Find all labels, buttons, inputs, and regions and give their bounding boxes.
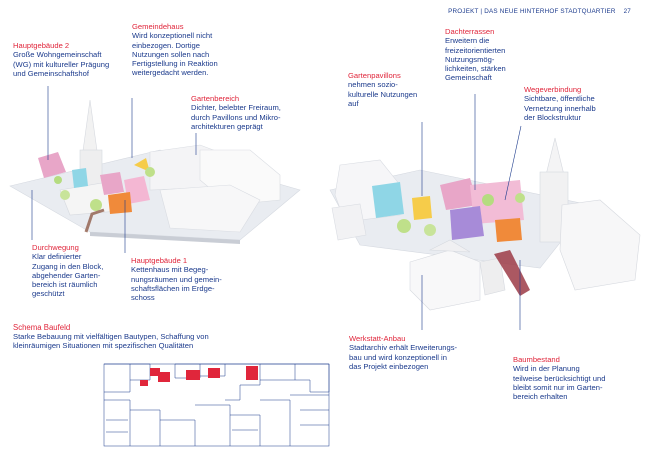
path-connection xyxy=(494,250,530,296)
label-baumbestand: Baumbestand Wird in der Planung teilweis… xyxy=(513,355,638,401)
label-title: Hauptgebäude 2 xyxy=(13,41,70,50)
purple-house xyxy=(450,206,484,240)
orange-house xyxy=(495,218,522,242)
workshop-annex xyxy=(409,249,481,311)
label-title: Baumbestand xyxy=(513,355,560,364)
label-body: Sichtbare, öffentliche Vernetzung innerh… xyxy=(524,94,596,122)
label-title: Gemeindehaus xyxy=(132,22,184,31)
page-number: 27 xyxy=(623,8,631,15)
pink-house xyxy=(38,152,66,178)
label-body: nehmen sozio- kulturelle Nutzungen auf xyxy=(348,80,418,108)
running-header: PROJEKT | DAS NEUE HINTERHOF STADTQUARTI… xyxy=(448,8,631,15)
label-body: Dichter, belebter Freiraum, durch Pavill… xyxy=(191,103,281,131)
cyan-pavilion xyxy=(372,182,404,218)
cyan-pavilion xyxy=(72,168,88,188)
label-body: Klar definierter Zugang in den Block, ab… xyxy=(32,252,104,299)
label-werkstatt-anbau: Werkstatt-Anbau Stadtarchiv erhält Erwei… xyxy=(349,334,499,371)
label-title: Dachterrassen xyxy=(445,27,495,36)
label-body: Erweitern die freizeitorientierten Nutzu… xyxy=(445,36,506,83)
label-body: Große Wohngemeinschaft (WG) mit kulturel… xyxy=(13,50,110,78)
right-model xyxy=(329,94,641,330)
label-title: Durchwegung xyxy=(32,243,79,252)
orange-house xyxy=(108,192,132,214)
label-gartenpavillons: Gartenpavillons nehmen sozio- kulturelle… xyxy=(348,71,448,108)
label-body: Kettenhaus mit Begeg- nungsräumen und ge… xyxy=(131,265,222,303)
schema-title: Schema Baufeld xyxy=(13,323,71,332)
label-wegeverbindung: Wegeverbindung Sichtbare, öffentliche Ve… xyxy=(524,85,634,122)
tree xyxy=(397,219,411,233)
label-dachterrassen: Dachterrassen Erweitern die freizeitorie… xyxy=(445,27,545,83)
label-body: Wird konzeptionell nicht einbezogen. Dor… xyxy=(132,31,218,78)
label-gartenbereich: Gartenbereich Dichter, belebter Freiraum… xyxy=(191,94,321,131)
label-gemeindehaus: Gemeindehaus Wird konzeptionell nicht ei… xyxy=(132,22,252,78)
label-hauptgebaeude-1: Hauptgebäude 1 Kettenhaus mit Begeg- nun… xyxy=(131,256,261,302)
label-body: Wird in der Planung teilweise berücksich… xyxy=(513,364,606,402)
church-spire xyxy=(545,137,565,176)
label-title: Werkstatt-Anbau xyxy=(349,334,406,343)
pink-house xyxy=(440,178,478,210)
schema-body: Starke Bebauung mit vielfältigen Bautype… xyxy=(13,332,209,351)
left-model xyxy=(9,86,301,253)
running-title: PROJEKT | DAS NEUE HINTERHOF STADTQUARTI… xyxy=(448,8,616,15)
tree xyxy=(90,199,102,211)
label-body: Stadtarchiv erhält Erweiterungs- bau und… xyxy=(349,343,458,371)
label-title: Gartenpavillons xyxy=(348,71,401,80)
label-title: Wegeverbindung xyxy=(524,85,582,94)
label-title: Gartenbereich xyxy=(191,94,240,103)
label-durchwegung: Durchwegung Klar definierter Zugang in d… xyxy=(32,243,132,299)
label-title: Hauptgebäude 1 xyxy=(131,256,188,265)
left-model-base-edge xyxy=(90,232,240,244)
schema-caption: Schema Baufeld Starke Bebauung mit vielf… xyxy=(13,323,303,351)
church-spire xyxy=(81,99,99,159)
schema-plan xyxy=(103,363,330,447)
label-hauptgebaeude-2: Hauptgebäude 2 Große Wohngemeinschaft (W… xyxy=(13,41,153,78)
